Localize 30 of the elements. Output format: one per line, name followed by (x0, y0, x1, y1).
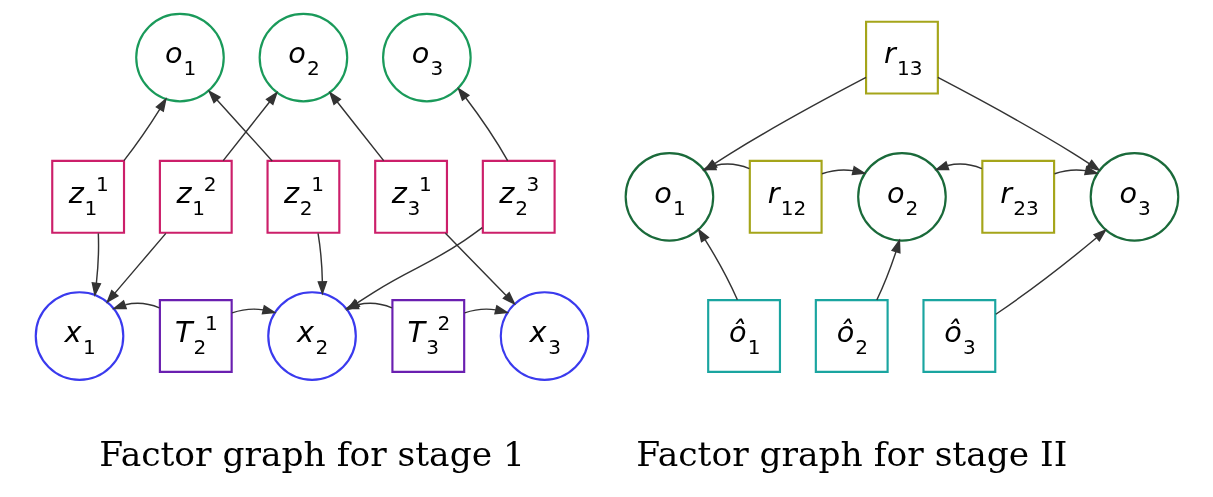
arrow (994, 228, 1107, 315)
arrow (230, 304, 277, 315)
arrow (90, 232, 101, 297)
arrow (936, 76, 1101, 172)
label: Factor graph for stage 1 (98, 434, 525, 475)
node-circle: o$_{2}$ (856, 151, 947, 242)
node-box: ô$_{3}$ (921, 299, 996, 373)
arrow (222, 91, 278, 162)
arrow (316, 232, 327, 296)
arrow (697, 228, 738, 301)
arrow (933, 160, 983, 171)
arrow (111, 299, 160, 310)
arrow (456, 86, 508, 162)
node-box: r$_{12}$ (748, 159, 823, 234)
arrow (820, 165, 867, 176)
arrow (122, 97, 167, 162)
arrow (463, 304, 509, 315)
node-box: ô$_{1}$ (706, 299, 781, 373)
node-circle: x$_{2}$ (266, 291, 357, 381)
arrow (1053, 165, 1099, 176)
arrow (328, 91, 384, 162)
node-box: r$_{13}$ (864, 20, 939, 95)
label: Factor graph for stage II (635, 434, 1067, 475)
arrow (105, 232, 167, 304)
arrow (444, 232, 516, 306)
node-box: r$_{23}$ (980, 159, 1055, 234)
node-box: ô$_{2}$ (814, 299, 889, 373)
arrow (207, 89, 273, 162)
arrow (875, 238, 901, 301)
node-circle: o$_{2}$ (258, 12, 348, 103)
